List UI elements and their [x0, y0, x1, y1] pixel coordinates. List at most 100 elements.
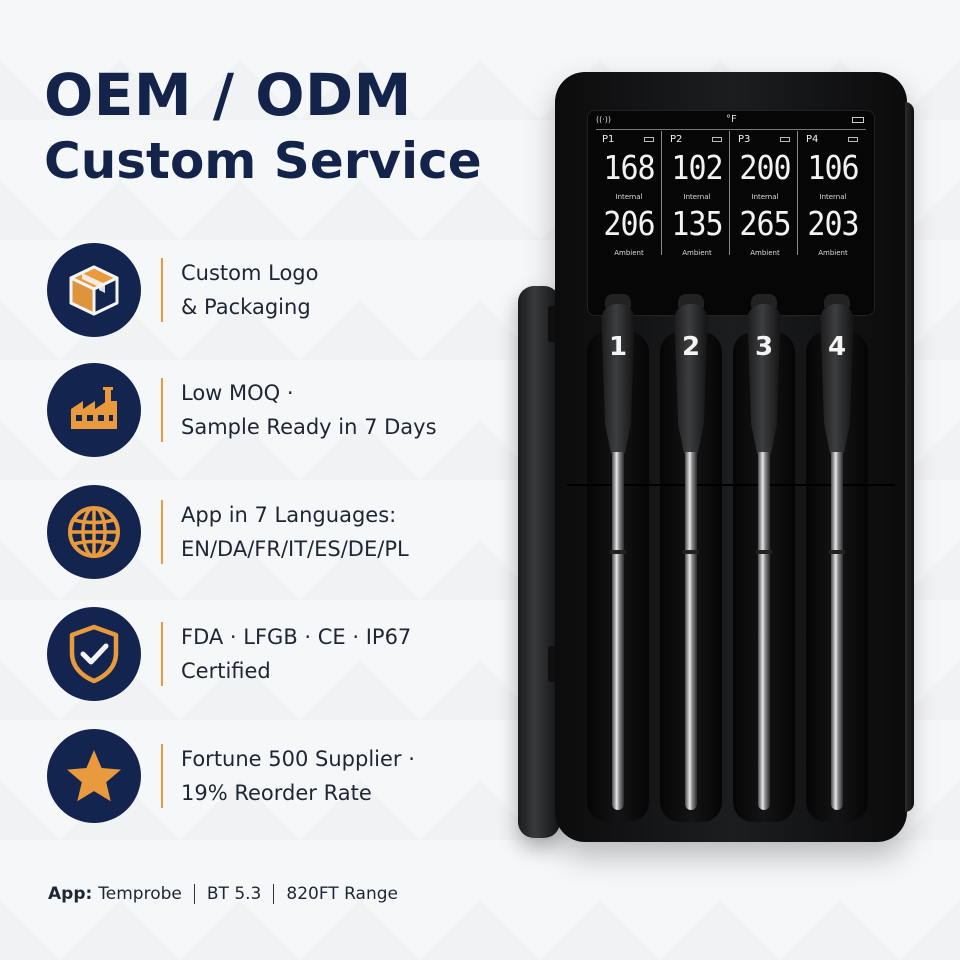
footer-specs: App: Temprobe BT 5.3 820FT Range: [48, 884, 398, 904]
ambient-temp: 135: [671, 205, 723, 244]
feature-line-2: & Packaging: [181, 295, 311, 319]
feature-text: Custom Logo & Packaging: [181, 256, 318, 324]
probe-band: [756, 550, 772, 554]
feature-divider: [161, 622, 163, 686]
ambient-temp: 265: [739, 205, 791, 244]
probe-rod: [685, 452, 697, 810]
feature-line-1: Custom Logo: [181, 261, 319, 285]
internal-temp: 106: [807, 149, 859, 188]
feature-item-languages: App in 7 Languages: EN/DA/FR/IT/ES/DE/PL: [47, 484, 467, 580]
feature-item-certified: FDA · LFGB · CE · IP67 Certified: [47, 606, 467, 702]
lcd-screen: ((·)) °F P1 168 Internal 206 Ambient P2 …: [587, 110, 875, 316]
probe-2[interactable]: 2: [674, 292, 708, 812]
probe-4[interactable]: 4: [820, 292, 854, 812]
globe-icon: [47, 485, 141, 579]
feature-text: FDA · LFGB · CE · IP67 Certified: [181, 620, 411, 688]
headline-line-2: Custom Service: [44, 132, 482, 190]
tray-divider: [567, 484, 895, 486]
footer-app-name: Temprobe: [98, 884, 182, 904]
channel-label: P2: [670, 134, 683, 145]
channel-divider: [797, 131, 798, 255]
probe-handle: [747, 304, 781, 454]
thermometer-device: ((·)) °F P1 168 Internal 206 Ambient P2 …: [555, 72, 914, 842]
feature-text: App in 7 Languages: EN/DA/FR/IT/ES/DE/PL: [181, 498, 409, 566]
probe-band: [683, 550, 699, 554]
device-edge: [905, 102, 914, 812]
feature-divider: [161, 744, 163, 808]
internal-temp: 168: [603, 149, 655, 188]
feature-line-1: FDA · LFGB · CE · IP67: [181, 625, 412, 649]
channel-label: P3: [738, 134, 751, 145]
page-headline: OEM / ODM Custom Service: [44, 66, 482, 186]
shield-check-icon: [47, 607, 141, 701]
feature-divider: [161, 500, 163, 564]
internal-label: Internal: [751, 193, 779, 201]
probe-band: [829, 550, 845, 554]
footer-bt: BT 5.3: [206, 884, 262, 904]
probe-1[interactable]: 1: [601, 292, 635, 812]
ambient-label: Ambient: [614, 249, 644, 257]
feature-line-2: Sample Ready in 7 Days: [181, 415, 437, 439]
screen-divider: [596, 129, 866, 130]
internal-label: Internal: [819, 193, 847, 201]
channel-p3: P3 200 Internal 265 Ambient: [732, 131, 798, 257]
feature-divider: [161, 378, 163, 442]
feature-line-2: Certified: [181, 659, 271, 683]
probe-number: 4: [827, 332, 847, 362]
internal-label: Internal: [615, 193, 643, 201]
feature-line-1: Fortune 500 Supplier ·: [181, 747, 415, 771]
feature-line-2: 19% Reorder Rate: [181, 781, 372, 805]
channel-label: P1: [602, 134, 615, 145]
probe-band: [610, 550, 626, 554]
ambient-temp: 206: [603, 205, 655, 244]
device-lid: [518, 286, 562, 838]
feature-text: Fortune 500 Supplier · 19% Reorder Rate: [181, 742, 415, 810]
feature-item-low-moq: Low MOQ · Sample Ready in 7 Days: [47, 362, 467, 458]
ambient-label: Ambient: [818, 249, 848, 257]
battery-icon: [848, 137, 858, 142]
channel-divider: [661, 131, 662, 255]
probe-number: 3: [754, 332, 774, 362]
temperature-unit: °F: [726, 114, 737, 125]
feature-divider: [161, 258, 163, 322]
feature-item-fortune-500: Fortune 500 Supplier · 19% Reorder Rate: [47, 728, 467, 824]
internal-label: Internal: [683, 193, 711, 201]
channel-p4: P4 106 Internal 203 Ambient: [800, 131, 866, 257]
feature-text: Low MOQ · Sample Ready in 7 Days: [181, 376, 437, 444]
signal-icon: ((·)): [596, 115, 612, 124]
channel-label: P4: [806, 134, 819, 145]
probe-rod: [612, 452, 624, 810]
package-box-icon: [47, 243, 141, 337]
battery-icon: [780, 137, 790, 142]
probe-handle: [820, 304, 854, 454]
factory-icon: [47, 363, 141, 457]
ambient-temp: 203: [807, 205, 859, 244]
probe-number: 1: [608, 332, 628, 362]
channel-p2: P2 102 Internal 135 Ambient: [664, 131, 730, 257]
internal-temp: 200: [739, 149, 791, 188]
probe-handle: [674, 304, 708, 454]
channel-divider: [729, 131, 730, 255]
battery-icon: [644, 137, 654, 142]
footer-separator: [273, 884, 275, 904]
footer-app-label: App:: [48, 884, 93, 904]
battery-icon: [852, 117, 864, 123]
ambient-label: Ambient: [750, 249, 780, 257]
headline-line-1: OEM / ODM: [44, 61, 412, 129]
footer-separator: [193, 884, 195, 904]
probe-rod: [831, 452, 843, 810]
probe-rod: [758, 452, 770, 810]
ambient-label: Ambient: [682, 249, 712, 257]
feature-item-custom-logo: Custom Logo & Packaging: [47, 242, 467, 338]
probe-handle: [601, 304, 635, 454]
feature-line-1: Low MOQ ·: [181, 381, 294, 405]
feature-line-2: EN/DA/FR/IT/ES/DE/PL: [181, 537, 409, 561]
channel-p1: P1 168 Internal 206 Ambient: [596, 131, 662, 257]
screen-status-bar: ((·)) °F: [588, 114, 874, 127]
battery-icon: [712, 137, 722, 142]
probe-number: 2: [681, 332, 701, 362]
footer-range: 820FT Range: [286, 884, 398, 904]
internal-temp: 102: [671, 149, 723, 188]
probe-3[interactable]: 3: [747, 292, 781, 812]
star-icon: [47, 729, 141, 823]
